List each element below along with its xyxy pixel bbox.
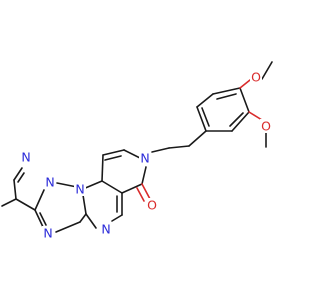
bond [239,79,251,89]
bond [239,87,250,113]
pyridinone-ring [101,149,151,202]
bond-inner [17,172,25,183]
bond [34,189,45,211]
bond [34,209,44,228]
bond [196,106,207,132]
triazole-bridge-nitrogen-label: N [74,182,86,197]
atom-label: O [147,198,157,213]
pyridyl-ring [1,167,36,211]
ethyl-linker [151,130,207,153]
bond [102,149,125,156]
bond [248,111,263,121]
bond [168,145,190,149]
bond [55,221,81,233]
bond [212,87,241,95]
bond [196,93,214,108]
atom-label: N [43,226,52,241]
bond [15,198,36,211]
bond [111,214,123,222]
carbonyl-oxygen-label: O [146,198,158,213]
methoxy-oxygen-2-label: O [260,119,272,134]
bond [101,154,104,182]
pyrimidine-ring [82,180,123,229]
bond [82,194,87,215]
bond [231,111,250,132]
bond-inner [39,212,47,226]
bond [141,166,147,185]
triazole-top-nitrogen-label: N [44,175,56,190]
bond [82,180,103,190]
bond-inner [229,112,244,127]
methoxy-oxygen-1-label: O [250,70,262,85]
atom-label: O [251,70,261,85]
bond [1,198,17,207]
atom-label: N [21,150,30,165]
atom-label: O [261,119,271,134]
bond [141,183,151,200]
atom-label: N [75,182,84,197]
molecule-structure: N N N N N N O O [1,61,273,241]
atom-label: N [45,175,54,190]
bond [79,213,87,223]
atom-labels: N N N N N N O O [20,70,272,241]
bond [13,167,23,181]
bond [151,147,170,153]
methoxy-groups [239,61,273,148]
structure-canvas: N N N N N N O O [1,61,273,241]
bond [188,130,207,147]
bond-inner [104,155,122,161]
bond [56,182,78,188]
atom-label: N [101,222,110,237]
bond [13,179,17,200]
bond-inner [201,107,210,127]
pyrimidine-nitrogen-label: N [100,222,112,237]
bond [101,180,123,194]
atom-label: N [140,151,149,166]
bond-inner [216,93,237,100]
bond [121,183,143,194]
dimethoxyphenyl-ring [196,87,250,132]
bond [136,187,145,202]
pyridine-nitrogen-label: N [20,150,32,165]
pyridinone-nitrogen-label: N [139,151,151,166]
triazole-bottom-nitrogen-label: N [42,226,54,241]
triazole-ring [34,182,87,233]
bond [261,61,273,80]
bond [85,213,97,229]
